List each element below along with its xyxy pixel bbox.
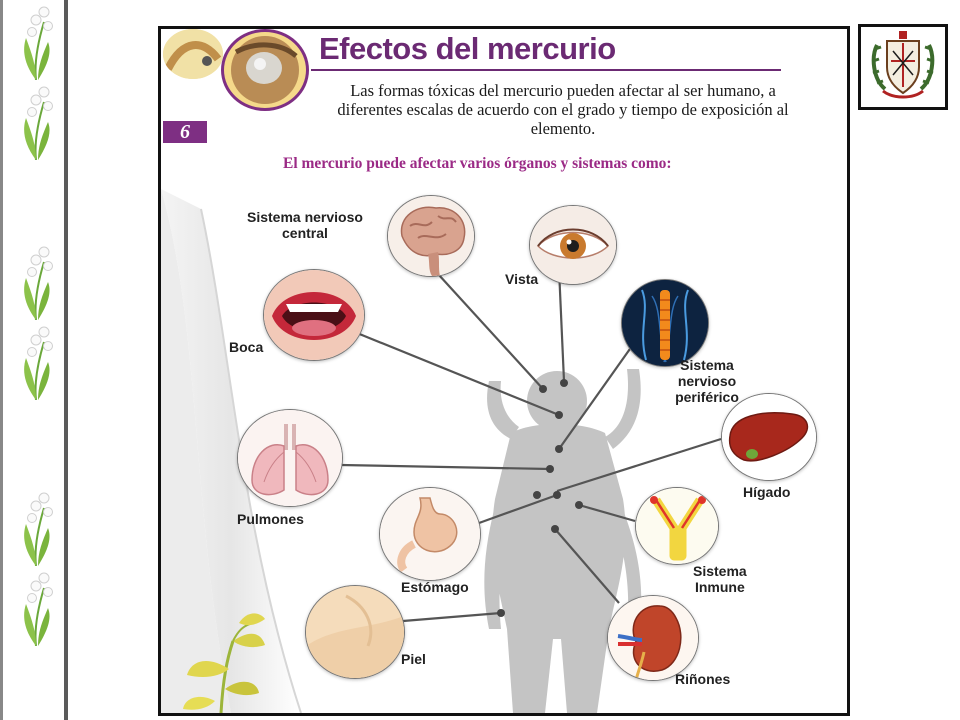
lily-of-the-valley-icon	[14, 322, 58, 401]
left-decorative-strip	[0, 0, 70, 720]
liver-icon	[721, 393, 817, 481]
poster-subtitle: El mercurio puede afectar varios órganos…	[283, 155, 672, 172]
header-photo-circle	[221, 29, 309, 111]
label-boca: Boca	[229, 339, 264, 355]
spine-nerves-icon	[621, 279, 709, 367]
lily-of-the-valley-icon	[14, 82, 58, 161]
label-estomago: Estómago	[401, 579, 469, 595]
skin-icon	[305, 585, 405, 679]
header-photo-small	[163, 29, 223, 79]
label-piel: Piel	[401, 651, 426, 667]
plant-sprout-icon	[183, 613, 265, 713]
kidney-icon	[607, 595, 699, 681]
brain-icon	[387, 195, 475, 277]
lily-of-the-valley-icon	[14, 568, 58, 647]
section-number-badge: 6	[163, 121, 207, 143]
strip-divider	[64, 0, 68, 720]
mouth-icon	[263, 269, 365, 361]
stomach-icon	[379, 487, 481, 581]
lily-of-the-valley-icon	[14, 2, 58, 81]
antibody-icon	[635, 487, 719, 565]
label-rinones: Riñones	[675, 671, 731, 687]
label-vista: Vista	[505, 271, 539, 287]
label-higado: Hígado	[743, 484, 791, 500]
eye-icon	[529, 205, 617, 285]
lily-of-the-valley-icon	[14, 242, 58, 321]
strip-edge	[0, 0, 3, 720]
lungs-icon	[237, 409, 343, 507]
label-pulmones: Pulmones	[237, 511, 304, 527]
lily-of-the-valley-icon	[14, 488, 58, 567]
mercury-effects-poster: Efectos del mercurio Las formas tóxicas …	[158, 26, 850, 716]
poster-title: Efectos del mercurio	[319, 31, 616, 66]
title-underline	[311, 69, 781, 71]
school-crest-icon	[858, 24, 948, 110]
poster-intro: Las formas tóxicas del mercurio pueden a…	[337, 81, 789, 138]
